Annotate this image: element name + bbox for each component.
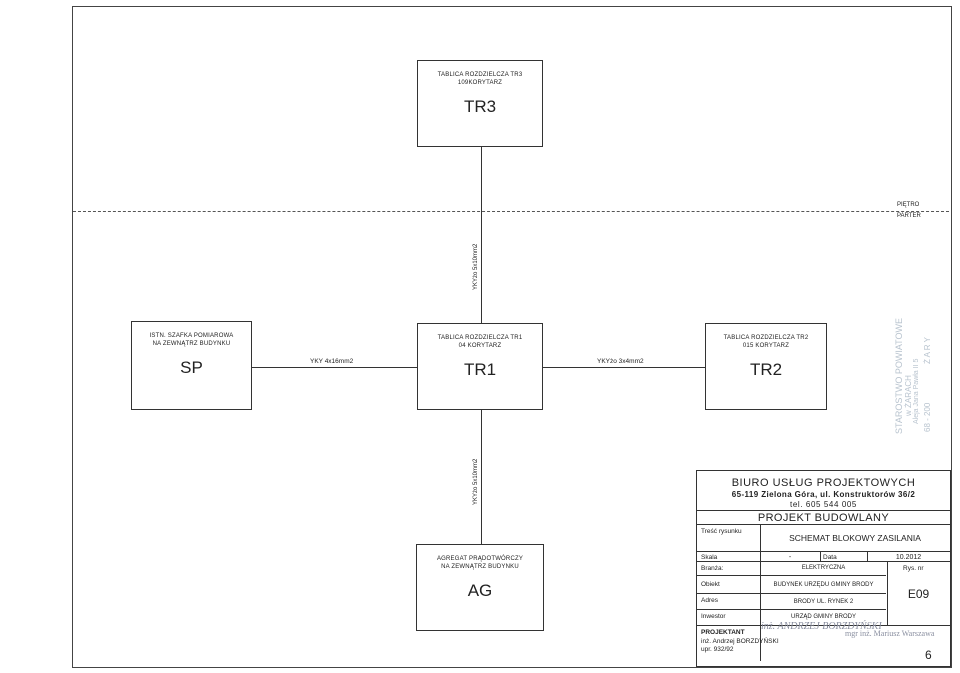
box-ag-caption: AGREGAT PRĄDOTWÓRCZY NA ZEWNĄTRZ BUDYNKU: [417, 555, 543, 571]
drawing-sheet: [72, 6, 952, 668]
box-tr2-caption-line1: TABLICA ROZDZIELCZA TR2: [723, 335, 809, 341]
date-label: Data: [823, 554, 837, 561]
box-ag-caption-line2: NA ZEWNĄTRZ BUDYNKU: [441, 564, 519, 570]
stamp-line2: w ŻARACH: [904, 375, 913, 416]
cable-label-sp-tr1: YKY 4x16mm2: [310, 358, 354, 365]
box-tr1-code: TR1: [463, 360, 497, 379]
box-tr1-caption: TABLICA ROZDZIELCZA TR1 04 KORYTARZ: [418, 334, 542, 350]
company-phone: tel. 605 544 005: [790, 500, 857, 509]
title-col-divider-date: [867, 551, 868, 561]
box-tr2-caption-line2: 015 KORYTARZ: [742, 343, 790, 349]
branch-value: ELEKTRYCZNA: [801, 565, 846, 571]
object-label: Obiekt: [701, 581, 720, 588]
scale-value: -: [788, 554, 792, 561]
designer-name: inż. Andrzej BORZDYŃSKI: [701, 638, 779, 645]
box-sp-caption: ISTN. SZAFKA POMIAROWA NA ZEWNĄTRZ BUDYN…: [132, 332, 251, 348]
box-tr3-caption-line2: 109KORYTARZ: [457, 80, 503, 86]
title-row-divider-5: [697, 575, 886, 576]
line-sp-tr1: [252, 367, 417, 368]
box-tr1: TABLICA ROZDZIELCZA TR1 04 KORYTARZ TR1: [417, 323, 543, 410]
box-tr2-caption: TABLICA ROZDZIELCZA TR2 015 KORYTARZ: [706, 334, 826, 350]
title-col-divider-drawno: [887, 561, 888, 625]
drawing-number-label: Rys. nr: [903, 565, 924, 572]
cable-label-tr1-tr3: YKYżo 5x10mm2: [473, 243, 479, 290]
object-value: BUDYNEK URZĘDU GMINY BRODY: [773, 582, 874, 588]
address-label: Adres: [701, 597, 718, 604]
drawing-content: SCHEMAT BLOKOWY ZASILANIA: [789, 533, 921, 543]
box-tr3-caption: TABLICA ROZDZIELCZA TR3 109KORYTARZ: [418, 71, 542, 87]
title-col-divider-scale: [820, 551, 821, 561]
company-address: 65-119 Zielona Góra, ul. Konstruktorów 3…: [731, 490, 916, 499]
title-row-divider-1: [697, 510, 950, 511]
box-tr3: TABLICA ROZDZIELCZA TR3 109KORYTARZ TR3: [417, 60, 543, 147]
date-value: 10.2012: [895, 554, 922, 561]
investor-value: URZĄD GMINY BRODY: [791, 614, 856, 620]
project-type: PROJEKT BUDOWLANY: [757, 512, 890, 524]
branch-label: Branża:: [701, 565, 724, 572]
line-tr1-ag: [481, 410, 482, 544]
title-col-divider-long: [760, 551, 761, 661]
box-tr3-caption-line1: TABLICA ROZDZIELCZA TR3: [437, 72, 523, 78]
investor-label: Inwestor: [701, 613, 726, 620]
office-stamp: STAROSTWO POWIATOWE w ŻARACH Aleja Jana …: [862, 318, 932, 440]
box-ag-code: AG: [467, 581, 493, 600]
stamp-line5: Ż A R Y: [923, 337, 932, 364]
box-tr1-caption-line2: 04 KORYTARZ: [458, 343, 502, 349]
line-tr1-tr2: [543, 367, 705, 368]
drawing-number: E09: [907, 587, 930, 601]
cable-label-tr1-tr2: YKYżo 3x4mm2: [597, 358, 644, 365]
box-sp-caption-line2: NA ZEWNĄTRZ BUDYNKU: [152, 341, 231, 347]
title-row-divider-6: [697, 593, 886, 594]
box-sp-code: SP: [180, 358, 203, 377]
title-block: BIURO USŁUG PROJEKTOWYCH 65-119 Zielona …: [696, 470, 951, 667]
stamp-line1: STAROSTWO POWIATOWE: [894, 318, 904, 434]
box-tr3-code: TR3: [463, 97, 497, 116]
title-row-divider-7: [697, 609, 886, 610]
drawing-content-label: Treść rysunku: [701, 528, 742, 535]
title-col-divider: [760, 524, 761, 551]
title-row-divider-8: [697, 625, 950, 626]
stamp-line4: 68 - 200: [923, 402, 932, 432]
verifier-stamp: mgr inż. Mariusz Warszawa: [845, 629, 935, 638]
box-sp-caption-line1: ISTN. SZAFKA POMIAROWA: [149, 333, 234, 339]
page-number: 6: [925, 648, 932, 662]
box-tr2: TABLICA ROZDZIELCZA TR2 015 KORYTARZ TR2: [705, 323, 827, 410]
scale-label: Skala: [701, 554, 718, 561]
cable-label-tr1-ag: YKYżo 5x10mm2: [473, 458, 479, 505]
title-row-divider-4: [697, 561, 950, 562]
box-sp: ISTN. SZAFKA POMIAROWA NA ZEWNĄTRZ BUDYN…: [131, 321, 252, 410]
title-row-divider-3: [697, 551, 950, 552]
stamp-line3: Aleja Jana Pawła II 5: [913, 358, 920, 424]
box-ag-caption-line1: AGREGAT PRĄDOTWÓRCZY: [436, 556, 524, 562]
designer-label: PROJEKTANT: [701, 629, 745, 636]
box-tr2-code: TR2: [749, 360, 783, 379]
address-value: BRODY UL. RYNEK 2: [793, 599, 854, 605]
level-label-lower: PARTER: [897, 213, 921, 219]
designer-signature-stamp: inż. ANDRZEJ BORZDYŃSKI: [761, 621, 882, 632]
title-row-divider-2: [697, 524, 950, 525]
box-tr1-caption-line1: TABLICA ROZDZIELCZA TR1: [437, 335, 523, 341]
company-name: BIURO USŁUG PROJEKTOWYCH: [731, 477, 916, 489]
line-tr1-tr3: [481, 147, 482, 323]
level-label-upper: PIĘTRO: [897, 202, 920, 208]
box-ag: AGREGAT PRĄDOTWÓRCZY NA ZEWNĄTRZ BUDYNKU…: [416, 544, 544, 631]
designer-license: upr. 932/92: [701, 646, 734, 653]
floor-separation-line: [73, 211, 949, 212]
